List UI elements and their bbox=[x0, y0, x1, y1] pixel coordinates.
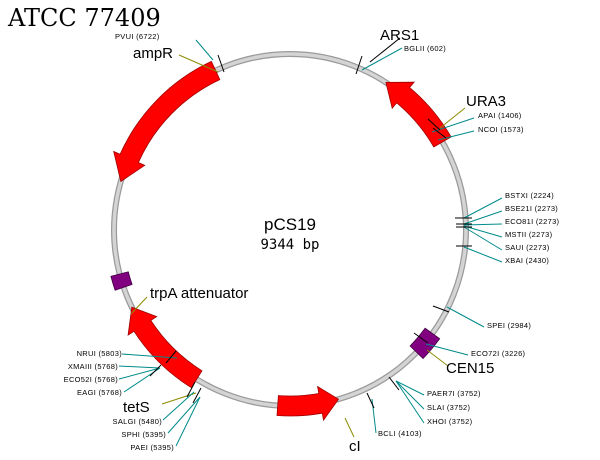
ura3-leader bbox=[439, 107, 466, 129]
plasmid-name: pCS19 bbox=[264, 215, 316, 234]
ci-label: cI bbox=[349, 438, 361, 455]
ncoi-leader bbox=[437, 130, 475, 141]
site-saui: SAUI (2273) bbox=[505, 243, 550, 252]
site-salgi: SALGI (5480) bbox=[113, 417, 163, 426]
site-apai: APAI (1406) bbox=[478, 111, 522, 120]
cen15-leader bbox=[426, 349, 449, 367]
site-eco81i: ECO81I (2273) bbox=[505, 217, 560, 226]
nrui-leader bbox=[121, 353, 178, 359]
mstii-leader bbox=[463, 225, 503, 238]
site-spei: SPEI (2984) bbox=[487, 321, 531, 330]
pvui-tick bbox=[217, 54, 225, 73]
eco72i-tick bbox=[413, 332, 429, 344]
ncoi-tick bbox=[432, 127, 447, 139]
ampr-label: ampR bbox=[133, 45, 173, 62]
ampr-leader bbox=[178, 54, 219, 73]
bse21i-leader bbox=[463, 210, 503, 225]
map-title: ATCC 77409 bbox=[7, 4, 161, 32]
trpa-attenuator-box[interactable] bbox=[110, 271, 133, 291]
site-slai: SLAI (3752) bbox=[427, 403, 471, 412]
paer7i-leader bbox=[395, 380, 425, 396]
site-xmaiii: XMAIII (5768) bbox=[68, 362, 118, 371]
slai-leader bbox=[395, 380, 425, 410]
site-paer7i: PAER7I (3752) bbox=[427, 389, 481, 398]
site-eagi: EAGI (5768) bbox=[77, 388, 122, 397]
sphi-tick bbox=[192, 387, 202, 404]
paer7i-tick bbox=[388, 376, 400, 391]
ampr-arrow[interactable] bbox=[113, 60, 221, 183]
plasmid-size: 9344 bp bbox=[260, 237, 319, 253]
pvui-leader bbox=[195, 39, 214, 61]
site-sphi: SPHI (5395) bbox=[121, 430, 166, 439]
cen15-box[interactable] bbox=[409, 327, 441, 360]
cen15-label: CEN15 bbox=[446, 360, 494, 377]
bglii-tick bbox=[355, 55, 363, 75]
site-nrui: NRUI (5803) bbox=[77, 349, 123, 358]
eco52i-leader bbox=[118, 367, 161, 380]
site-mstii: MSTII (2273) bbox=[505, 230, 553, 239]
tets-arrow[interactable] bbox=[127, 306, 203, 389]
site-xhoi: XHOI (3752) bbox=[427, 417, 473, 426]
trpa-attenuator-label: trpA attenuator bbox=[150, 285, 248, 302]
eco81i-leader bbox=[463, 223, 503, 226]
trpa-leader bbox=[130, 296, 148, 315]
saui-leader bbox=[463, 226, 503, 251]
spei-leader bbox=[446, 306, 485, 328]
site-paei: PAEI (5395) bbox=[130, 443, 174, 452]
site-bglii: BGLII (602) bbox=[404, 44, 446, 53]
ars1-label: ARS1 bbox=[380, 27, 419, 44]
nrui-tick bbox=[165, 350, 177, 364]
site-eco72i: ECO72I (3226) bbox=[471, 349, 526, 358]
xmaiii-leader bbox=[118, 365, 161, 369]
site-bcli: BCLI (4103) bbox=[378, 429, 422, 438]
spei-tick bbox=[432, 305, 450, 313]
xhoi-leader bbox=[395, 380, 425, 424]
eco72i-leader bbox=[425, 343, 469, 356]
paei-leader bbox=[175, 396, 201, 447]
site-bstxi: BSTXI (2224) bbox=[505, 191, 554, 200]
sphi-leader bbox=[167, 396, 201, 434]
ura3-arrow[interactable] bbox=[385, 81, 452, 148]
site-bse21i: BSE21I (2273) bbox=[505, 204, 558, 213]
bglii-leader bbox=[361, 47, 403, 71]
salgi-leader bbox=[162, 391, 195, 421]
ci-arrow[interactable] bbox=[276, 385, 340, 422]
bstxi-leader bbox=[463, 197, 503, 219]
bcli-tick bbox=[366, 392, 375, 409]
xmaiii-tick bbox=[149, 364, 162, 377]
salgi-tick bbox=[186, 381, 196, 398]
tets-label: tetS bbox=[123, 399, 150, 416]
site-ncoi: NCOI (1573) bbox=[478, 125, 524, 134]
site-xbai: XBAI (2430) bbox=[505, 256, 549, 265]
site-pvui: PVUI (6722) bbox=[115, 32, 160, 41]
site-eco52i: ECO52I (5768) bbox=[64, 375, 119, 384]
ci-leader bbox=[344, 417, 355, 438]
xbai-leader bbox=[463, 246, 503, 263]
ura3-label: URA3 bbox=[466, 93, 506, 110]
apai-tick bbox=[427, 118, 441, 131]
ars1-leader bbox=[369, 37, 401, 63]
